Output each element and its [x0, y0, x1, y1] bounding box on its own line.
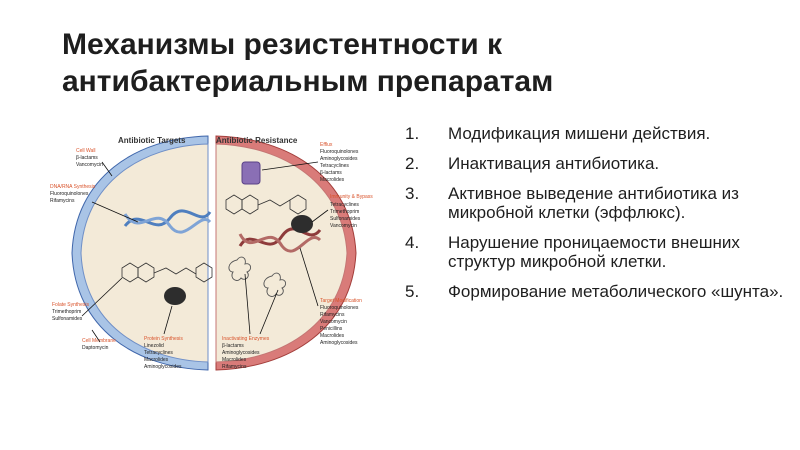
label-item: Fluoroquinolones: [320, 305, 359, 311]
label-efflux: Efflux Fluoroquinolones Aminoglycosides …: [320, 142, 359, 183]
label-item: Fluoroquinolones: [320, 149, 359, 155]
pointer-arrows: [81, 161, 329, 343]
label-inactivating: Inactivating Enzymes β-lactams Aminoglyc…: [222, 336, 270, 370]
label-item: β-lactams: [320, 170, 342, 176]
list-item: 4. Нарушение проницаемости внешних струк…: [405, 233, 785, 271]
antibiotic-molecule-right-icon: [225, 194, 307, 215]
label-title: Protein Synthesis: [144, 336, 183, 342]
list-item: 5. Формирование метаболического «шунта».: [405, 282, 785, 301]
label-target-mod: Target Modification Fluoroquinolones Rif…: [320, 298, 362, 346]
list-item: 1. Модификация мишени действия.: [405, 124, 785, 143]
mechanisms-list: 1. Модификация мишени действия. 2. Инакт…: [405, 124, 785, 312]
list-number: 2.: [405, 154, 420, 173]
label-folate: Folate Synthesis Trimethoprim Sulfonamid…: [52, 302, 89, 322]
list-text: Формирование метаболического «шунта».: [448, 282, 784, 301]
slide-title-line-2: антибактериальным препаратам: [62, 65, 554, 98]
label-title: Inactivating Enzymes: [222, 336, 270, 342]
list-number: 5.: [405, 282, 420, 301]
label-item: Aminoglycosides: [320, 340, 358, 346]
dna-helix-right-icon: [238, 227, 322, 253]
label-item: Daptomycin: [82, 345, 109, 351]
label-item: Sulfonamides: [52, 316, 83, 322]
label-item: Vancomycin: [76, 162, 103, 168]
enzyme-sketch-icon: [228, 256, 287, 297]
label-item: Aminoglycosides: [320, 156, 358, 162]
efflux-pump-icon: [241, 161, 261, 185]
label-item: Fluoroquinolones: [50, 191, 89, 197]
antibiotic-diagram: Antibiotic Targets Antibiotic Resistance…: [50, 135, 373, 371]
label-item: Vancomycin: [320, 319, 347, 325]
label-title: Target Modification: [320, 298, 362, 304]
list-text: Активное выведение антибиотика из микроб…: [448, 184, 739, 222]
label-item: Trimethoprim: [330, 209, 359, 215]
list-number: 3.: [405, 184, 420, 203]
label-title: Cell Wall: [76, 148, 96, 154]
list-item: 3. Активное выведение антибиотика из мик…: [405, 184, 785, 222]
dna-helix-left-icon: [123, 209, 212, 234]
label-item: Rifamycins: [50, 198, 75, 204]
list-item: 2. Инактивация антибиотика.: [405, 154, 785, 173]
label-title: Immunity & Bypass: [330, 194, 373, 200]
label-item: Tetracyclines: [330, 202, 359, 208]
label-item: Tetracyclines: [144, 350, 173, 356]
label-cell-wall: Cell Wall β-lactams Vancomycin: [76, 148, 103, 168]
antibiotic-molecule-left-icon: [121, 262, 213, 283]
left-header: Antibiotic Targets: [118, 136, 186, 145]
label-title: DNA/RNA Synthesis: [50, 184, 96, 190]
cell-interior-right: [215, 143, 348, 363]
ribosome-left-icon: [164, 287, 186, 305]
label-dna-rna: DNA/RNA Synthesis Fluoroquinolones Rifam…: [50, 184, 96, 204]
list-text: Модификация мишени действия.: [448, 124, 711, 143]
list-number: 4.: [405, 233, 420, 252]
label-item: Rifamycins: [222, 364, 247, 370]
label-item: β-lactams: [222, 343, 244, 349]
ribosome-right-icon: [291, 215, 313, 233]
label-item: Macrolides: [222, 357, 247, 363]
right-header: Antibiotic Resistance: [216, 136, 298, 145]
label-item: Macrolides: [320, 177, 345, 183]
label-item: Tetracyclines: [320, 163, 349, 169]
label-item: Linezolid: [144, 343, 164, 349]
label-item: Vancomycin: [330, 223, 357, 229]
list-number: 1.: [405, 124, 420, 143]
label-item: Aminoglycosides: [222, 350, 260, 356]
label-item: Penicillins: [320, 326, 343, 332]
label-item: Aminoglycosides: [144, 364, 182, 370]
slide-title: Механизмы резистентности к антибактериал…: [62, 26, 742, 100]
label-item: β-lactams: [76, 155, 98, 161]
label-item: Sulfonamides: [330, 216, 361, 222]
label-title: Folate Synthesis: [52, 302, 89, 308]
label-item: Macrolides: [144, 357, 169, 363]
label-title: Efflux: [320, 142, 333, 148]
label-immunity: Immunity & Bypass Tetracyclines Trimetho…: [330, 194, 373, 229]
label-protein: Protein Synthesis Linezolid Tetracycline…: [144, 336, 183, 370]
slide-title-line-1: Механизмы резистентности к: [62, 28, 502, 61]
cell-interior-left: [80, 143, 209, 363]
list-text: Нарушение проницаемости внешних структур…: [448, 233, 740, 271]
label-item: Macrolides: [320, 333, 345, 339]
label-item: Rifamycins: [320, 312, 345, 318]
label-item: Trimethoprim: [52, 309, 81, 315]
list-text: Инактивация антибиотика.: [448, 154, 660, 173]
